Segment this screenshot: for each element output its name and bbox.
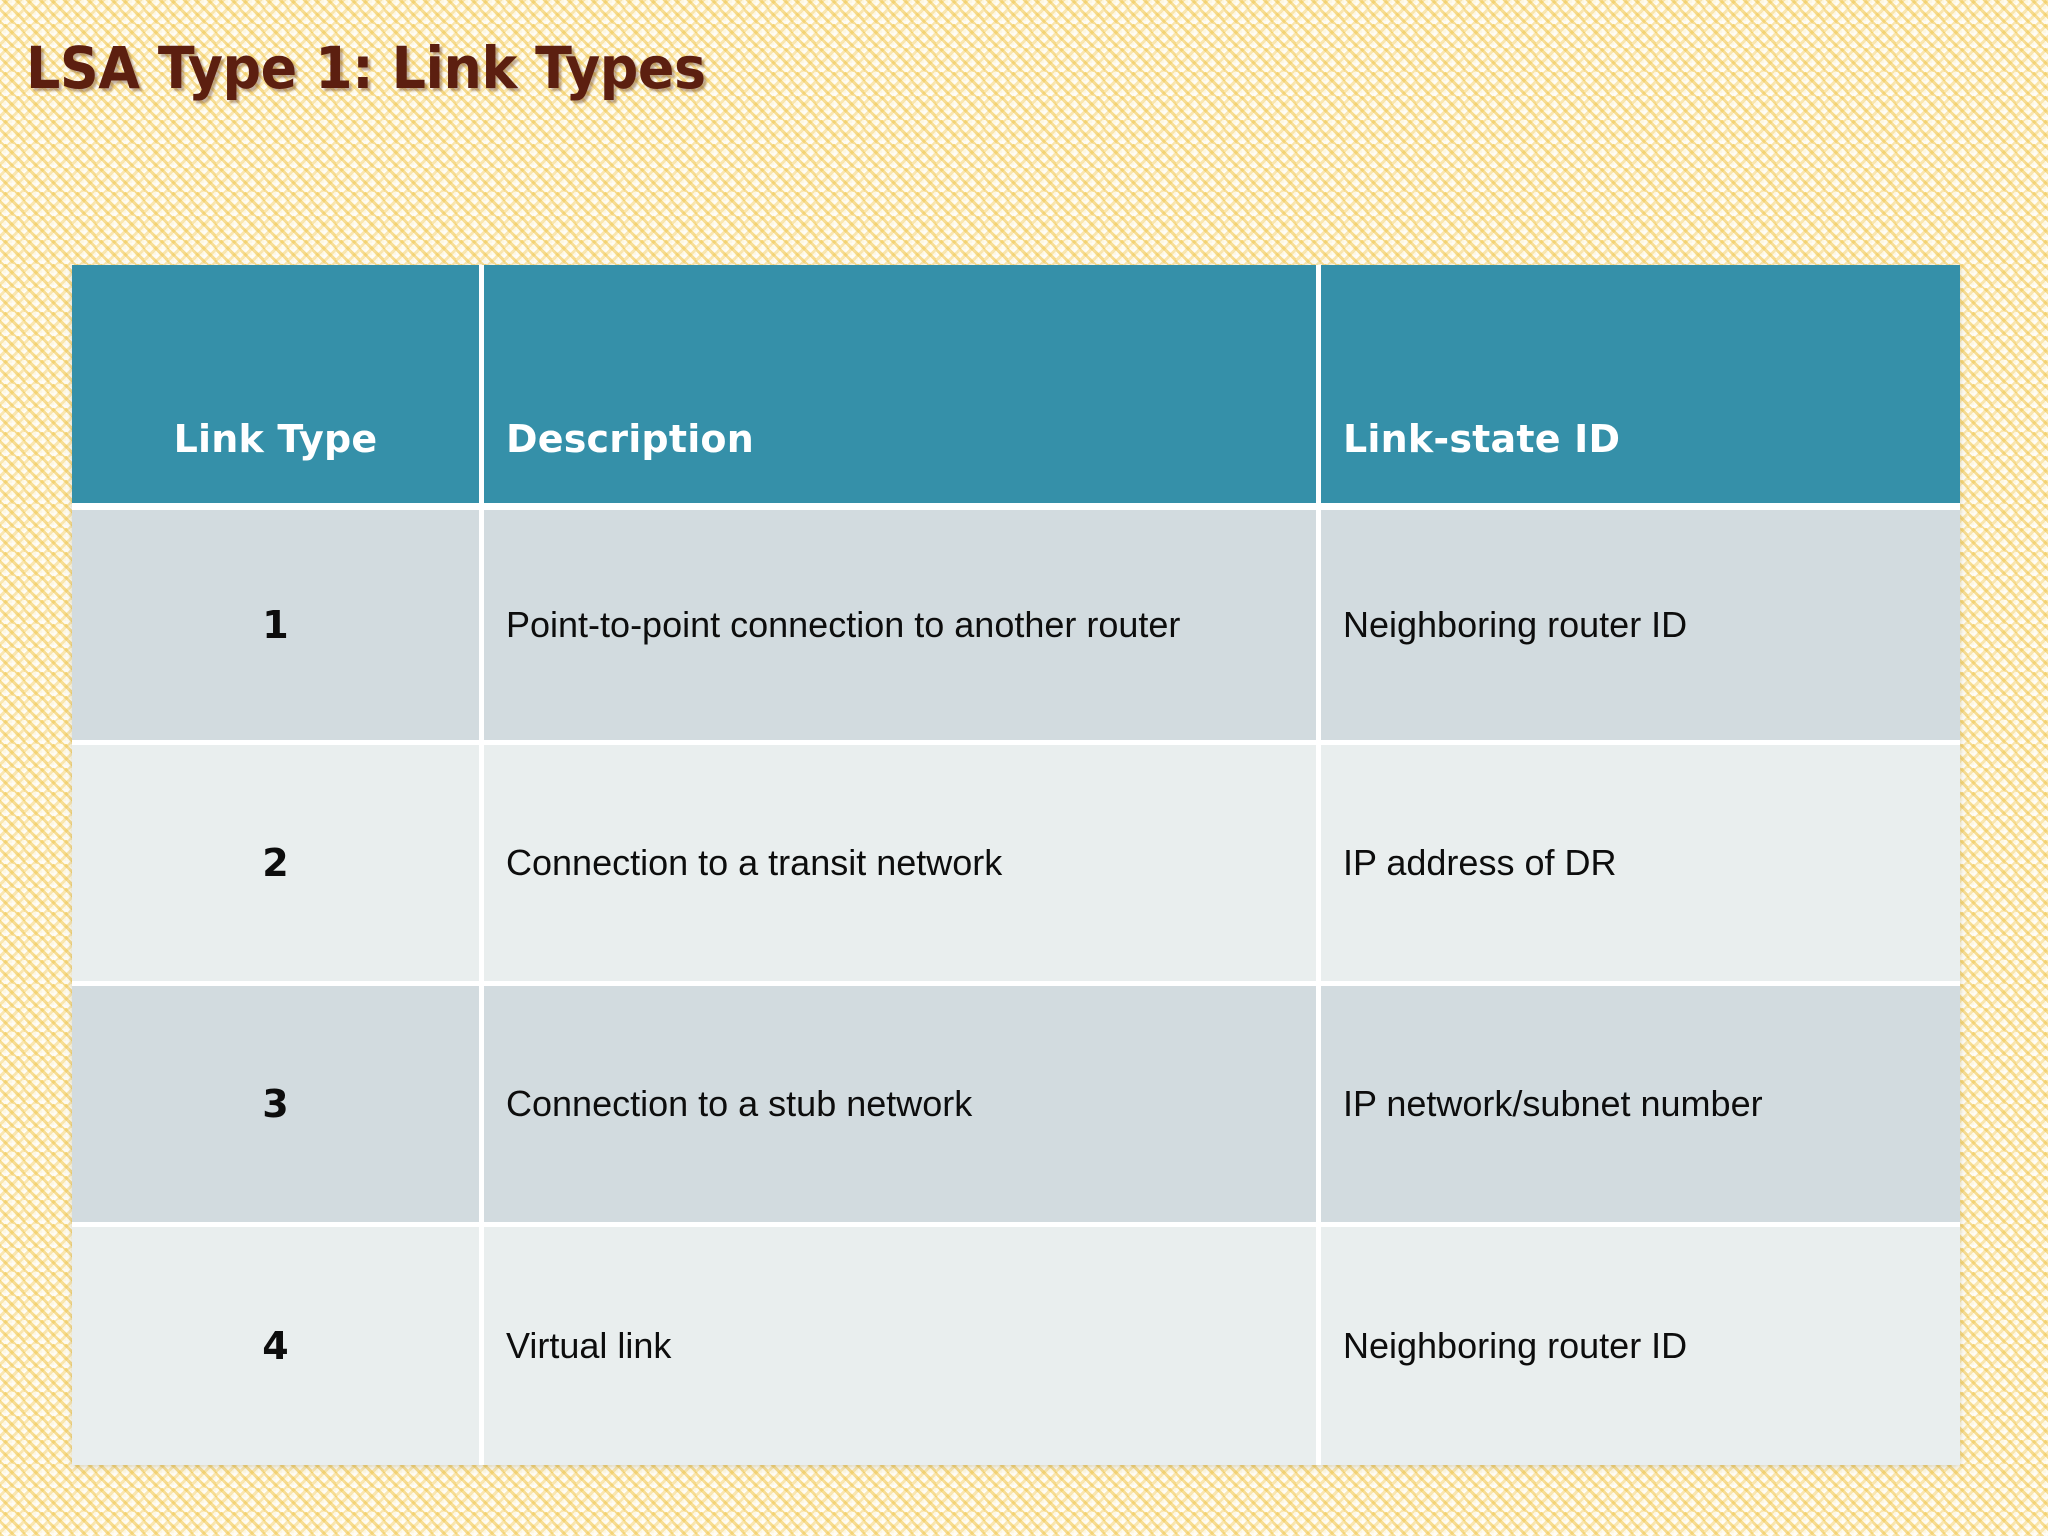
column-header-link-type: Link Type [72, 265, 484, 510]
cell-link-state-id: IP address of DR [1321, 745, 1960, 986]
cell-description: Virtual link [484, 1227, 1321, 1465]
page-title: LSA Type 1: Link Types [26, 34, 706, 102]
column-header-description: Description [484, 265, 1321, 510]
cell-link-type: 3 [72, 986, 484, 1227]
table-header: Link Type Description Link-state ID [72, 265, 1960, 510]
link-types-table: Link Type Description Link-state ID 1 Po… [72, 265, 1960, 1465]
table-header-row: Link Type Description Link-state ID [72, 265, 1960, 510]
table-row: 4 Virtual link Neighboring router ID [72, 1227, 1960, 1465]
cell-link-type: 4 [72, 1227, 484, 1465]
table-row: 1 Point-to-point connection to another r… [72, 510, 1960, 745]
column-header-link-state-id: Link-state ID [1321, 265, 1960, 510]
cell-description: Point-to-point connection to another rou… [484, 510, 1321, 745]
table-row: 2 Connection to a transit network IP add… [72, 745, 1960, 986]
cell-link-type: 2 [72, 745, 484, 986]
cell-description: Connection to a stub network [484, 986, 1321, 1227]
cell-link-type: 1 [72, 510, 484, 745]
cell-link-state-id: Neighboring router ID [1321, 510, 1960, 745]
cell-link-state-id: Neighboring router ID [1321, 1227, 1960, 1465]
cell-description: Connection to a transit network [484, 745, 1321, 986]
cell-link-state-id: IP network/subnet number [1321, 986, 1960, 1227]
table-body: 1 Point-to-point connection to another r… [72, 510, 1960, 1465]
table-row: 3 Connection to a stub network IP networ… [72, 986, 1960, 1227]
